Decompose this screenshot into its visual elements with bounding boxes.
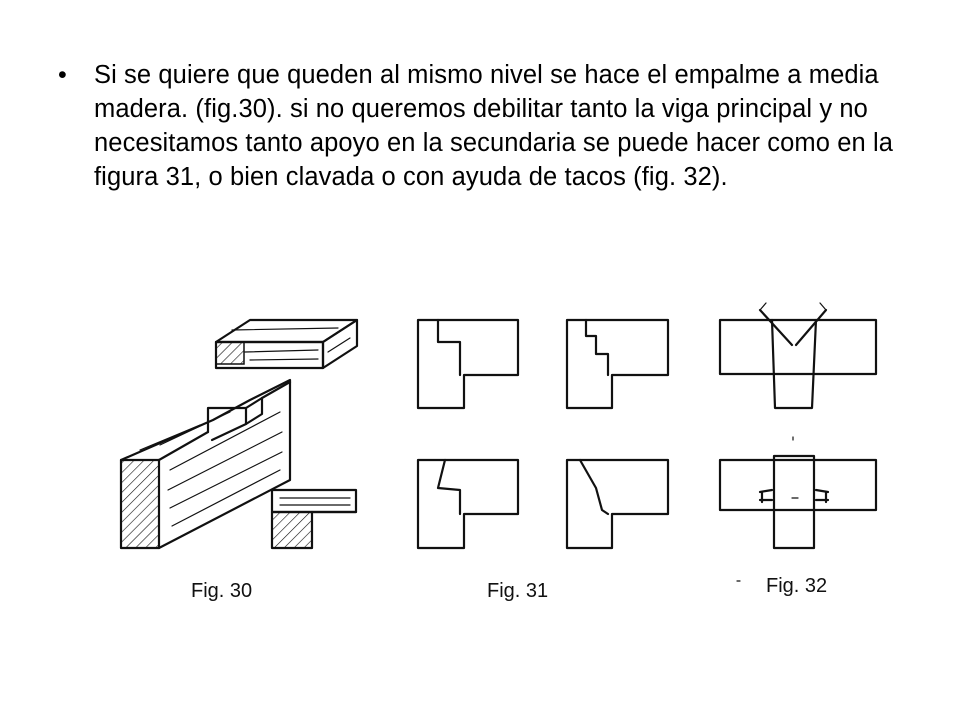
fig31-caption: Fig. 31: [487, 580, 549, 602]
fig32-caption: Fig. 32: [766, 575, 828, 597]
bullet-list: • Si se quiere que queden al mismo nivel…: [58, 58, 918, 194]
fig30-caption: Fig. 30: [191, 580, 253, 602]
fig30-section: [270, 488, 358, 550]
fig30-drawing: [119, 318, 359, 550]
fig30-main-beam: [119, 378, 292, 550]
fig32-drawing: [718, 302, 878, 582]
fig31-drawing: [416, 318, 670, 550]
bullet-item: • Si se quiere que queden al mismo nivel…: [58, 58, 918, 194]
bullet-mark: •: [58, 61, 67, 89]
bullet-text: Si se quiere que queden al mismo nivel s…: [94, 61, 894, 191]
fig30-top-block: [214, 318, 359, 370]
